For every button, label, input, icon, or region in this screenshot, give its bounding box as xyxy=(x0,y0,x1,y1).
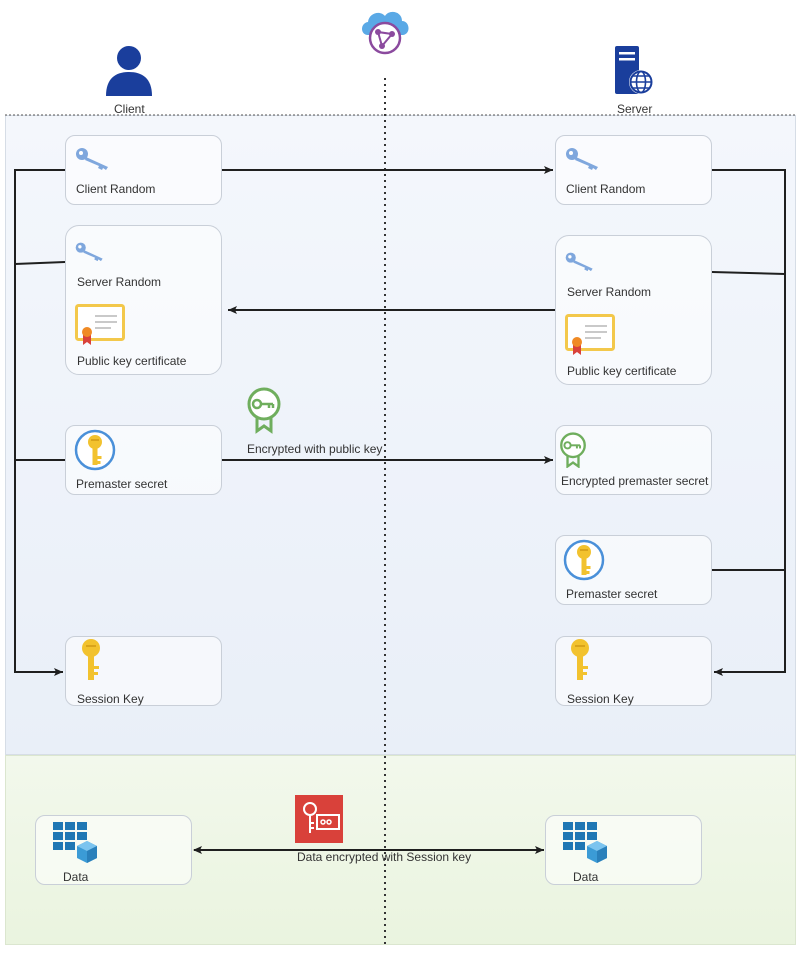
data-encrypted-with-session-key-label: Data encrypted with Session key xyxy=(297,850,472,864)
data-label: Data xyxy=(573,870,599,884)
key-icon xyxy=(563,539,605,586)
key-icon xyxy=(76,638,106,687)
key-icon xyxy=(565,638,595,687)
certificate-icon xyxy=(75,304,125,351)
encrypted-premaster-secret-label: Encrypted premaster secret xyxy=(561,474,709,488)
server-random-label: Server Random xyxy=(77,275,162,289)
certificate-icon xyxy=(565,314,615,361)
cloud-network-icon xyxy=(358,5,412,57)
client-random-label: Client Random xyxy=(566,182,646,196)
server-derivation-path xyxy=(712,169,786,676)
client-server-response-node xyxy=(65,225,222,375)
key-icon xyxy=(74,240,106,267)
server-client-random-node xyxy=(555,135,712,205)
client-client-random-node xyxy=(65,135,222,205)
key-icon xyxy=(564,146,602,175)
client-random-label: Client Random xyxy=(76,182,156,196)
session-key-label: Session Key xyxy=(567,692,634,706)
public-key-certificate-label: Public key certificate xyxy=(567,364,677,378)
client-derivation-path xyxy=(14,169,65,676)
encrypted-with-public-key-label: Encrypted with public key xyxy=(247,442,383,456)
premaster-secret-label: Premaster secret xyxy=(76,477,168,491)
client-server-random-link xyxy=(14,261,66,265)
data-table-icon xyxy=(53,822,97,869)
public-key-certificate-label: Public key certificate xyxy=(77,354,187,368)
server-server-random-link xyxy=(711,271,786,275)
encrypted-key-badge-icon xyxy=(245,386,283,439)
key-icon xyxy=(564,250,596,277)
server-label: Server xyxy=(617,102,653,116)
server-server-response-node xyxy=(555,235,712,385)
user-icon xyxy=(104,44,154,96)
key-management-icon xyxy=(295,795,343,848)
server-random-label: Server Random xyxy=(567,285,652,299)
premaster-secret-label: Premaster secret xyxy=(566,587,658,601)
client-label: Client xyxy=(114,102,145,116)
encrypted-key-badge-icon xyxy=(558,432,588,473)
session-key-label: Session Key xyxy=(77,692,144,706)
key-icon xyxy=(74,429,116,476)
data-label: Data xyxy=(63,870,89,884)
key-icon xyxy=(74,146,112,175)
data-table-icon xyxy=(563,822,607,869)
web-server-icon xyxy=(613,44,655,96)
